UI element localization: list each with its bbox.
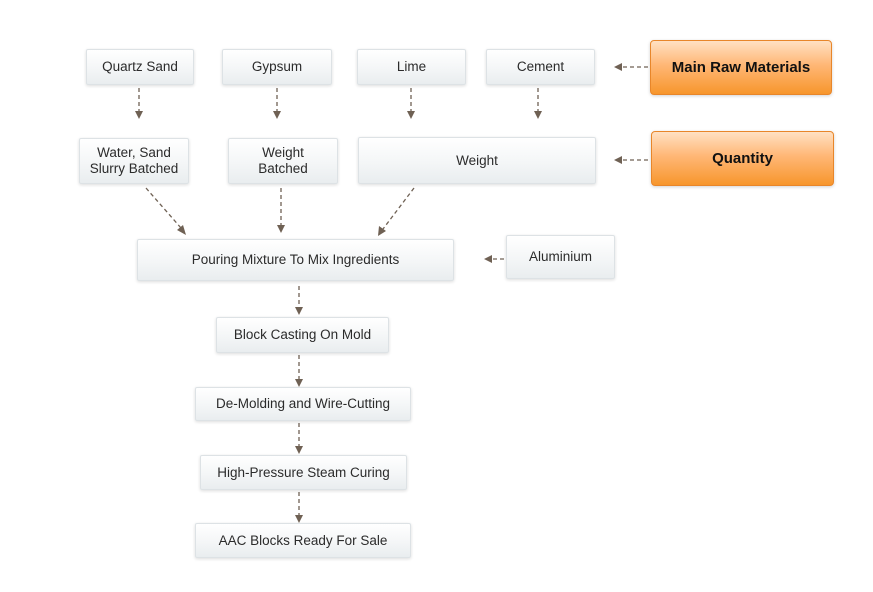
- batch-weight-batched: Weight Batched: [228, 138, 338, 184]
- step-pouring-mixture: Pouring Mixture To Mix Ingredients: [137, 239, 454, 281]
- arrow-weight-batched-to-pouring: [277, 188, 285, 233]
- raw-material-cement: Cement: [486, 49, 595, 85]
- step-block-casting: Block Casting On Mold: [216, 317, 389, 353]
- additive-aluminium: Aluminium: [506, 235, 615, 279]
- arrow-curing-to-ready: [295, 492, 303, 523]
- batch-weight: Weight: [358, 137, 596, 184]
- arrow-casting-to-demolding: [295, 355, 303, 387]
- arrow-weight-to-pouring: [378, 187, 415, 236]
- raw-material-lime: Lime: [357, 49, 466, 85]
- step-steam-curing: High-Pressure Steam Curing: [200, 455, 407, 490]
- raw-material-quartz-sand: Quartz Sand: [86, 49, 194, 85]
- step-demolding-wire-cutting: De-Molding and Wire-Cutting: [195, 387, 411, 421]
- arrow-quartz-to-slurry: [135, 88, 143, 119]
- arrow-demolding-to-curing: [295, 423, 303, 454]
- step-aac-blocks-ready: AAC Blocks Ready For Sale: [195, 523, 411, 558]
- arrow-label-to-weight: [614, 156, 648, 164]
- arrow-gypsum-to-weight-batched: [273, 88, 281, 119]
- arrow-cement-to-weight: [534, 88, 542, 119]
- arrow-aluminium-to-pouring: [484, 255, 504, 263]
- main-raw-materials-label: Main Raw Materials: [650, 40, 832, 95]
- arrow-pouring-to-casting: [295, 286, 303, 315]
- quantity-label: Quantity: [651, 131, 834, 186]
- raw-material-gypsum: Gypsum: [222, 49, 332, 85]
- arrow-label-to-cement: [614, 63, 648, 71]
- arrow-lime-to-weight: [407, 88, 415, 119]
- batch-water-sand-slurry: Water, Sand Slurry Batched: [79, 138, 189, 184]
- arrow-slurry-to-pouring: [145, 187, 186, 235]
